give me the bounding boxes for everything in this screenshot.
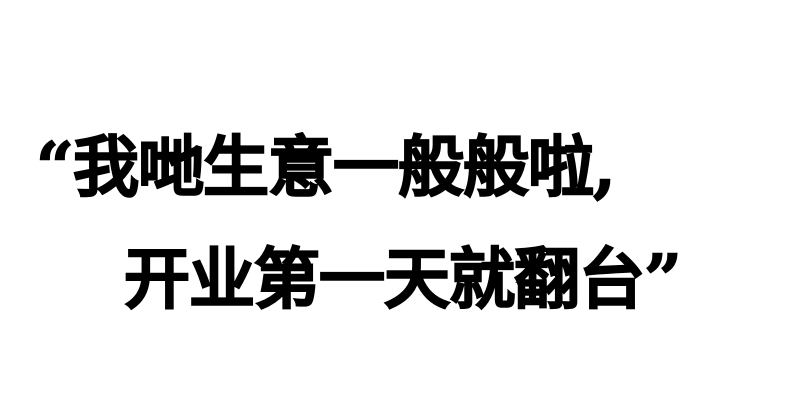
quote-line-2: 开业第一天就翻台” xyxy=(123,240,682,318)
quote-line-1: “我哋生意一般般啦, xyxy=(35,128,616,206)
